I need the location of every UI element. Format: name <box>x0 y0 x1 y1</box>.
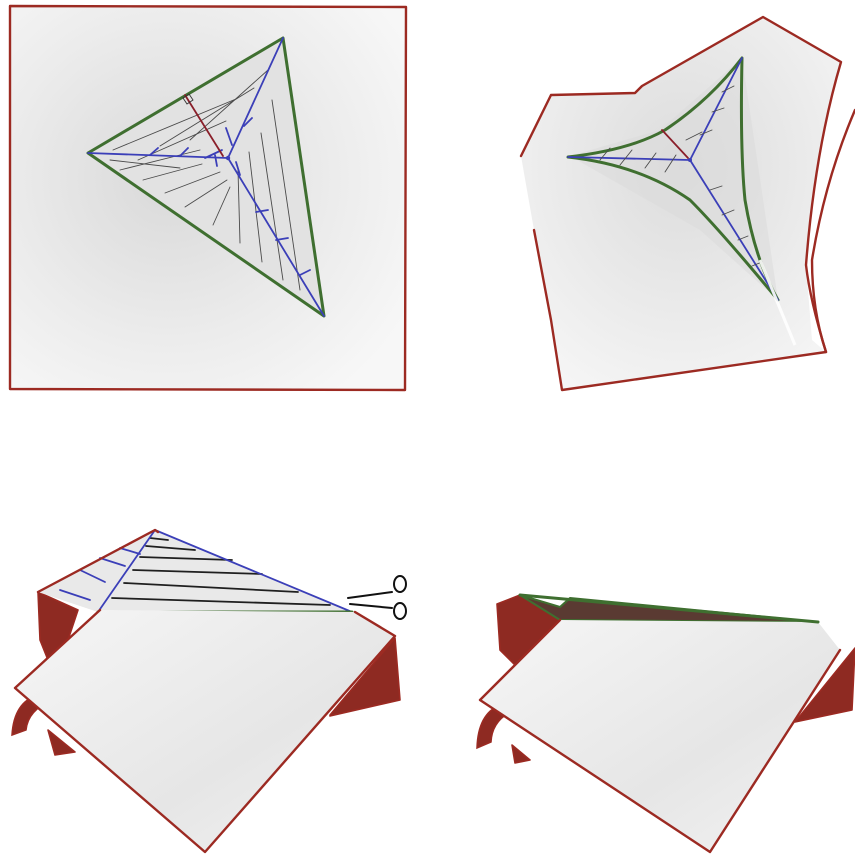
cut-top-triangle <box>38 530 352 612</box>
panel-raised-pyramid <box>521 17 855 390</box>
panel-flat-square <box>10 6 406 390</box>
panel-flattened-fold <box>477 595 855 852</box>
panel-cut-fold <box>12 530 406 852</box>
flat-lower-shadow <box>512 745 530 763</box>
cut-main-sheet <box>15 610 395 852</box>
